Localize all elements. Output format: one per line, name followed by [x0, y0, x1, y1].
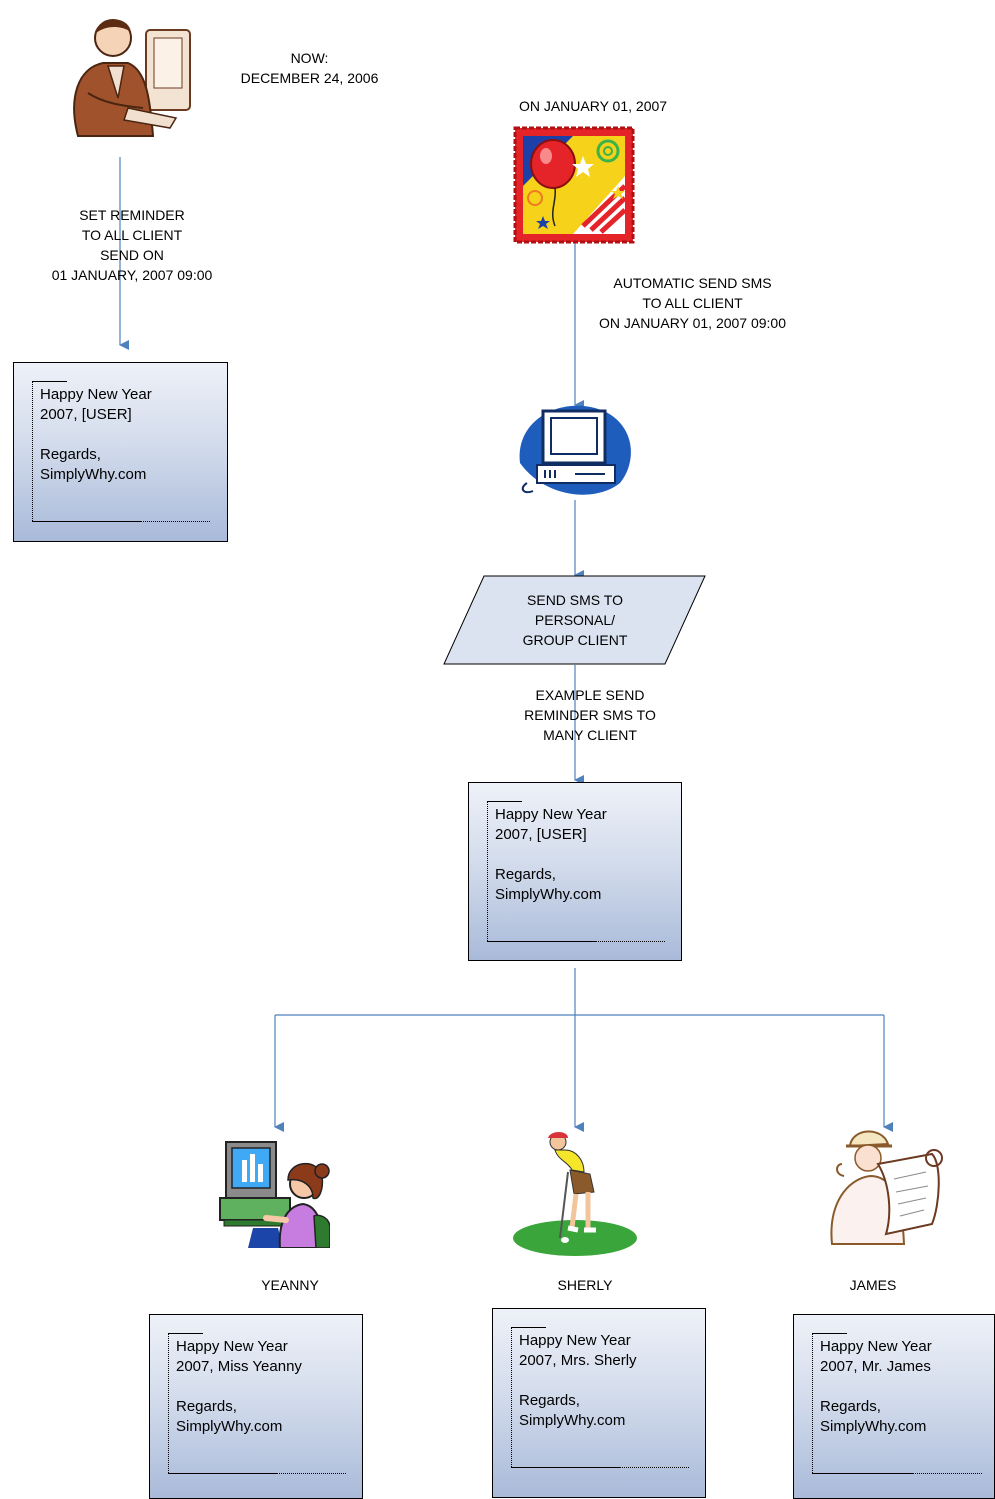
- example-label: EXAMPLE SEND REMINDER SMS TO MANY CLIENT: [524, 687, 656, 743]
- businessman-computer-icon: [73, 19, 191, 137]
- auto-send-label: AUTOMATIC SEND SMS TO ALL CLIENT ON JANU…: [598, 275, 787, 331]
- on-date-label: ON JANUARY 01, 2007: [518, 98, 668, 114]
- message-text: Happy New Year 2007, Mr. James Regards, …: [820, 1338, 932, 1435]
- message-card-yeanny: Happy New Year 2007, Miss Yeanny Regards…: [149, 1314, 363, 1499]
- set-reminder-label: SET REMINDER TO ALL CLIENT SEND ON 01 JA…: [51, 207, 213, 283]
- message-card-template-left: Happy New Year 2007, [USER] Regards, Sim…: [13, 362, 228, 542]
- engineer-blueprint-icon: [830, 1130, 943, 1245]
- new-year-celebration-icon: [513, 126, 635, 244]
- client-name-sherly: SHERLY: [557, 1277, 613, 1293]
- computer-icon: [519, 405, 631, 495]
- golfer-icon: [513, 1132, 637, 1256]
- send-sms-label: SEND SMS TO PERSONAL/ GROUP CLIENT: [522, 592, 628, 648]
- message-text: Happy New Year 2007, [USER] Regards, Sim…: [495, 806, 607, 903]
- message-card-sherly: Happy New Year 2007, Mrs. Sherly Regards…: [492, 1308, 706, 1498]
- message-card-template-center: Happy New Year 2007, [USER] Regards, Sim…: [468, 782, 682, 961]
- now-label: NOW: DECEMBER 24, 2006: [240, 50, 379, 86]
- message-text: Happy New Year 2007, Miss Yeanny Regards…: [176, 1338, 302, 1435]
- woman-at-computer-icon: [219, 1141, 330, 1248]
- message-card-james: Happy New Year 2007, Mr. James Regards, …: [793, 1314, 995, 1499]
- message-text: Happy New Year 2007, [USER] Regards, Sim…: [40, 386, 152, 483]
- message-text: Happy New Year 2007, Mrs. Sherly Regards…: [519, 1332, 637, 1429]
- client-name-yeanny: YEANNY: [261, 1277, 319, 1293]
- client-name-james: JAMES: [849, 1277, 897, 1293]
